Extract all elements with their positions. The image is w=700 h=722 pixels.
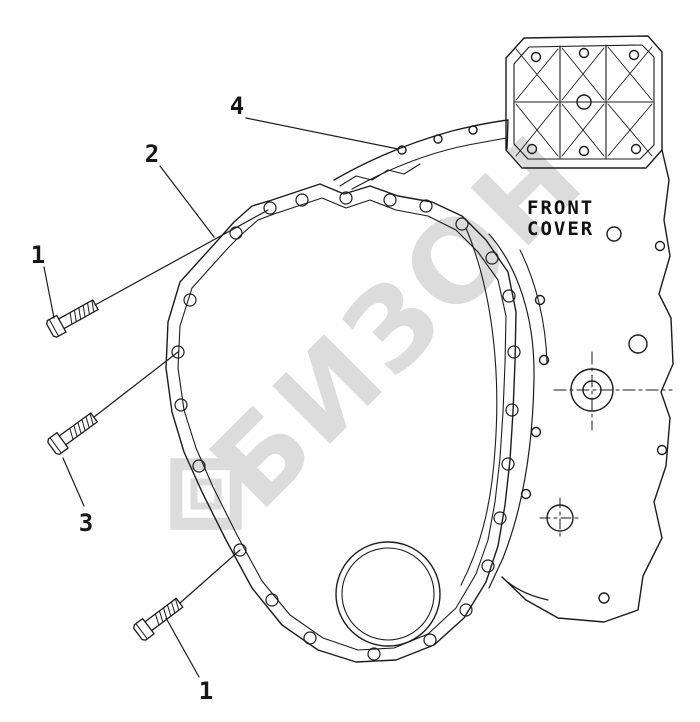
callout-2: 2 bbox=[144, 140, 160, 168]
callout-3: 3 bbox=[78, 509, 94, 537]
callout-4: 4 bbox=[229, 92, 245, 120]
front-cover-label: FRONT COVER bbox=[527, 197, 595, 240]
leader-callout-2 bbox=[159, 165, 215, 238]
crank-opening bbox=[335, 541, 441, 647]
leader-bolt-1-bottom bbox=[179, 549, 241, 604]
leader-bolt-3 bbox=[93, 351, 179, 418]
callout-1-top: 1 bbox=[30, 241, 46, 269]
front-cover-part bbox=[333, 35, 674, 623]
watermark-text: БИЗОН bbox=[187, 111, 610, 534]
bolt-bottom bbox=[133, 597, 184, 641]
leader-lines bbox=[43, 117, 399, 678]
gasket-outline bbox=[165, 183, 517, 663]
bolt-top-left bbox=[45, 299, 99, 338]
gasket-bolt-holes bbox=[171, 191, 521, 661]
gasket-part bbox=[165, 183, 521, 663]
leader-callout-3 bbox=[62, 457, 85, 507]
leader-callout-1-top bbox=[43, 266, 55, 319]
bolt-middle-left bbox=[47, 412, 98, 455]
bizon-logo-icon bbox=[170, 458, 242, 530]
leader-callout-4 bbox=[245, 117, 399, 150]
leader-bolt-1-top bbox=[94, 209, 269, 306]
callout-1-bottom: 1 bbox=[198, 677, 214, 705]
leader-callout-1-bottom bbox=[165, 617, 200, 678]
watermark: БИЗОН bbox=[170, 111, 610, 534]
